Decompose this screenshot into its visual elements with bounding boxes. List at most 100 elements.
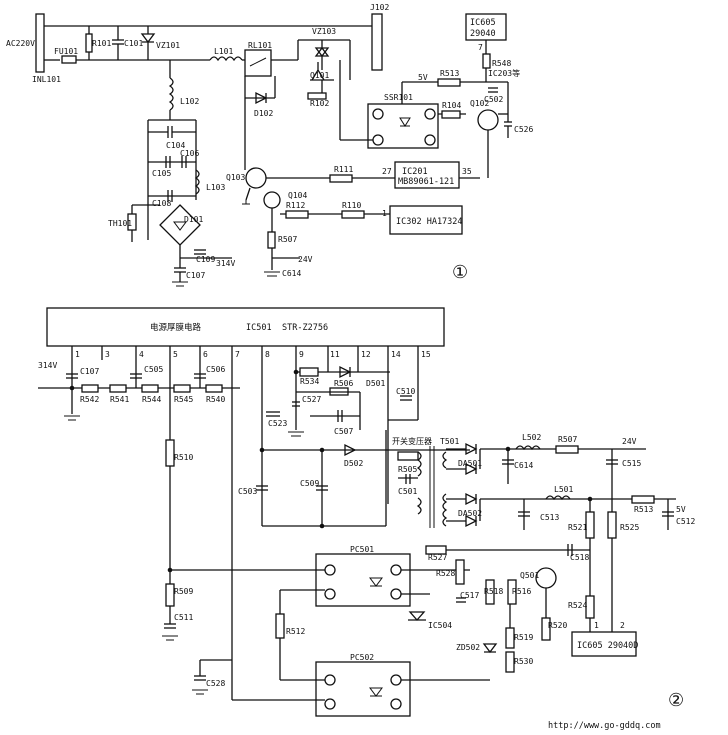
label-pc501: PC501	[350, 545, 374, 554]
ic501-part: STR-Z2756	[282, 323, 328, 333]
label-r519: R519	[514, 633, 533, 642]
diode-da501	[465, 442, 478, 456]
ic302-label: IC302 HA17324	[396, 217, 463, 227]
label-t501: T501	[440, 437, 459, 446]
label-r102: R102	[310, 99, 329, 108]
ic501-pin: 9	[299, 350, 304, 359]
label-r527: R527	[428, 553, 447, 562]
label-r540: R540	[206, 395, 225, 404]
label-r507: R507	[278, 235, 297, 244]
label-inl101: INL101	[32, 75, 61, 84]
connector-j102	[371, 13, 383, 71]
ic501-pin: 5	[173, 350, 178, 359]
label-l501: L501	[554, 485, 573, 494]
ic501-ref: IC501	[246, 323, 272, 333]
footer-url: http://www.go-gddq.com	[548, 721, 661, 731]
label-r544: R544	[142, 395, 161, 404]
label-pin7: 7	[478, 43, 483, 52]
bridge-d101	[159, 204, 201, 246]
label-r111: R111	[334, 165, 353, 174]
label-r530: R530	[514, 657, 533, 666]
label-314v: 314V	[216, 259, 235, 268]
label-c512: C512	[676, 517, 695, 526]
circuit-1	[35, 13, 512, 287]
label-r545: R545	[174, 395, 193, 404]
label-r542: R542	[80, 395, 99, 404]
label-l103: L103	[206, 183, 225, 192]
label-314v-2: 314V	[38, 361, 57, 370]
label-q501: Q501	[520, 571, 539, 580]
label-r525: R525	[620, 523, 639, 532]
circuit-2	[38, 307, 676, 717]
ic501-pin: 7	[235, 350, 240, 359]
transistor-q104	[263, 191, 281, 209]
label-c502: C502	[484, 95, 503, 104]
inl101-terminal	[35, 13, 45, 73]
circuit-2-marker: ②	[668, 690, 684, 711]
label-c501: C501	[398, 487, 417, 496]
label-d502: D502	[344, 459, 363, 468]
label-c515: C515	[622, 459, 641, 468]
label-d101: D101	[184, 215, 203, 224]
label-r505: R505	[398, 465, 417, 474]
label-5v: 5V	[418, 73, 428, 82]
label-r509: R509	[174, 587, 193, 596]
label-c109: C109	[196, 255, 215, 264]
ic-ic501	[46, 307, 445, 347]
ic501-pin: 11	[330, 350, 340, 359]
label-c513: C513	[540, 513, 559, 522]
label-c614: C614	[282, 269, 301, 278]
label-l101: L101	[214, 47, 233, 56]
label-j102: J102	[370, 3, 389, 12]
diode-da502	[465, 492, 478, 506]
label-c106: C106	[180, 149, 199, 158]
label-c527: C527	[302, 395, 321, 404]
label-pc502: PC502	[350, 653, 374, 662]
label-rl101: RL101	[248, 41, 272, 50]
label-r516: R516	[512, 587, 531, 596]
label-c511: C511	[174, 613, 193, 622]
label-r518: R518	[484, 587, 503, 596]
label-24v: 24V	[298, 255, 313, 264]
label-c107-2: C107	[80, 367, 99, 376]
label-c518: C518	[570, 553, 589, 562]
label-c526: C526	[514, 125, 533, 134]
ic501-pin: 6	[203, 350, 208, 359]
label-24v-2: 24V	[622, 437, 637, 446]
ic501-name: 电源厚膜电路	[150, 322, 202, 333]
label-l102: L102	[180, 97, 199, 106]
label-c507: C507	[334, 427, 353, 436]
label-c105: C105	[152, 169, 171, 178]
relay-rl101	[244, 49, 272, 77]
label-da501: DA501	[458, 459, 482, 468]
label-r101: R101	[92, 39, 111, 48]
label-th101: TH101	[108, 219, 132, 228]
label-r528: R528	[436, 569, 455, 578]
label-c614-2: C614	[514, 461, 533, 470]
transistor-q102	[477, 109, 499, 131]
label-q101: Q101	[310, 71, 329, 80]
fuse-fu101	[61, 55, 77, 64]
ic501-pin: 8	[265, 350, 270, 359]
inductor-l102	[168, 77, 174, 111]
label-pin27: 27	[382, 167, 392, 176]
label-ssr101: SSR101	[384, 93, 413, 102]
label-r541: R541	[110, 395, 129, 404]
ic-ic504	[408, 611, 426, 621]
label-ac-in: AC220V	[6, 39, 35, 48]
ic-ic605-top	[465, 13, 507, 41]
label-c503: C503	[238, 487, 257, 496]
label-da502: DA502	[458, 509, 482, 518]
label-d501: D501	[366, 379, 385, 388]
ic605-top-line1: IC605	[470, 18, 496, 28]
ic501-pin: 14	[391, 350, 401, 359]
label-c506: C506	[206, 365, 225, 374]
resistor-r510	[165, 439, 175, 467]
label-r512: R512	[286, 627, 305, 636]
label-r507-2: R507	[558, 435, 577, 444]
label-r112: R112	[286, 201, 305, 210]
label-q104: Q104	[288, 191, 307, 200]
label-zd502: ZD502	[456, 643, 480, 652]
label-r506: R506	[334, 379, 353, 388]
